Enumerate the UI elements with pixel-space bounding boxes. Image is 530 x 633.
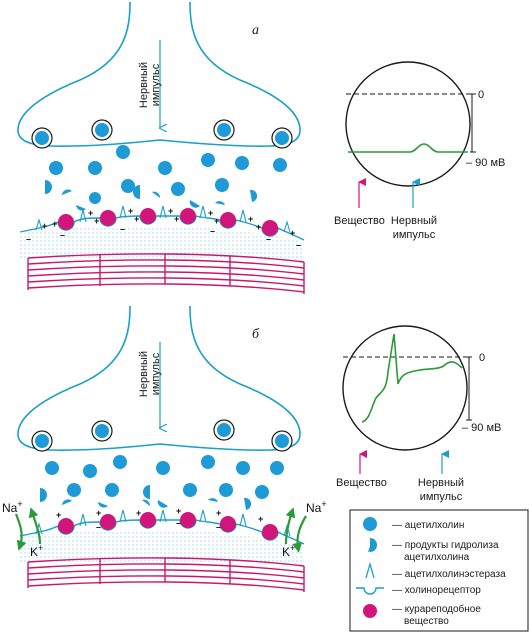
nerve-terminal [17,1,301,147]
svg-text:–: – [216,522,221,532]
svg-text:–: – [296,240,301,250]
svg-text:–: – [26,234,31,244]
svg-text:+: + [168,206,173,216]
scale-label: – 90 мВ [462,422,501,434]
panel-b: Нервныйимпульс б [2,305,327,592]
zero-label: 0 [479,352,485,364]
postsynaptic-membrane [19,215,305,241]
svg-text:— продукты гидролиза: — продукты гидролиза [392,540,499,551]
svg-text:+: + [174,214,179,224]
impulse-label: Нервныйимпульс [138,351,162,397]
charge-signs: ++ ++ ++ ++ ++ ++ + –– –– –– [26,206,301,250]
sodium-ion-right: Na+ [306,499,327,515]
legend-item-acetylcholinesterase: — ацетилхолинэстераза [365,561,506,580]
curare-molecules [58,208,278,236]
nerve-terminal [17,305,301,451]
svg-text:+: + [42,221,47,231]
vesicle-ringed [31,127,53,149]
curare-symbol [363,604,377,618]
vesicle-ringed [91,420,113,442]
acetylcholine-molecules [49,145,287,204]
svg-text:— курареподобное: — курареподобное [392,603,481,615]
acetylcholine-symbol [363,517,377,531]
svg-text:+: + [56,510,61,520]
svg-text:+: + [248,214,253,224]
vesicle-ringed [271,127,293,149]
cholinoreceptor-symbol [356,587,384,595]
terminal-vesicles [31,119,293,149]
svg-text:–: – [60,230,65,240]
synaptic-gap-dots [20,529,304,562]
svg-text:+: + [208,208,213,218]
svg-text:вещество: вещество [404,616,449,627]
svg-text:+: + [88,208,93,218]
hydrolysis-products [40,485,252,510]
svg-text:+: + [256,222,261,232]
svg-text:–: – [96,522,101,532]
scale-label: – 90 мВ [466,157,505,169]
svg-text:+: + [136,508,141,518]
substance-label: Вещество [336,477,387,489]
svg-text:+: + [134,214,139,224]
svg-text:— ацетилхолин: — ацетилхолин [392,520,464,531]
svg-text:— ацетилхолинэстераза: — ацетилхолинэстераза [392,569,506,580]
vesicle-ringed [213,119,235,141]
panel-letter: б [252,327,260,342]
legend-item-cholinoreceptor: — холинорецептор [356,585,481,596]
terminal-vesicles [31,419,293,452]
muscle-fiber [27,253,305,294]
hydrolysis-products [45,180,258,211]
svg-text:–: – [120,224,125,234]
impulse-label: Нервныйимпульс [138,62,162,108]
svg-text:+: + [290,228,295,238]
svg-text:–: – [210,226,215,236]
zero-label: 0 [478,89,484,101]
svg-text:+: + [216,508,221,518]
vesicle-ringed [91,119,113,141]
panel-a: Нервныйимпульс а [17,1,305,294]
ion-flow-right: Na+ K+ [282,499,327,559]
acetylcholinesterase-marks [35,205,291,233]
legend-item-hydrolysis: — продукты гидролиза ацетилхолина [368,538,499,563]
vesicle-ringed [213,419,235,441]
svg-text:–: – [266,234,271,244]
sodium-ion-left: Na+ [2,499,23,515]
svg-text:— холинорецептор: — холинорецептор [392,585,481,596]
svg-text:+: + [176,506,181,516]
svg-text:+: + [128,206,133,216]
legend: — ацетилхолин — продукты гидролиза ацети… [349,509,529,632]
acetylcholinesterase-marks [35,509,291,537]
svg-text:+: + [214,216,219,226]
vesicle-ringed [271,430,293,452]
curare-molecules [58,512,278,540]
svg-text:+: + [258,514,263,524]
acetylcholinesterase-symbol [365,561,375,579]
membrane-potential-trace [361,333,463,423]
svg-text:+: + [52,219,57,229]
potassium-ion-left: K+ [30,543,43,559]
substance-label: Вещество [334,215,385,227]
legend-item-acetylcholine: — ацетилхолин [363,517,464,531]
legend-item-curare: — курареподобное вещество [363,603,481,627]
postsynaptic-membrane [19,519,305,545]
vesicle-ringed [31,430,53,452]
panel-letter: а [252,23,259,38]
svg-text:+: + [94,216,99,226]
muscle-fiber [27,557,305,592]
svg-text:ацетилхолина: ацетилхолина [404,552,470,563]
svg-text:+: + [96,508,101,518]
synaptic-gap-dots [20,225,304,258]
membrane-potential-trace [348,143,468,153]
svg-text:–: – [176,518,181,528]
ion-flow-left: Na+ K+ [2,499,43,559]
charge-signs: + + + + + + – – – [56,506,263,532]
acetylcholine-molecules [45,455,284,499]
